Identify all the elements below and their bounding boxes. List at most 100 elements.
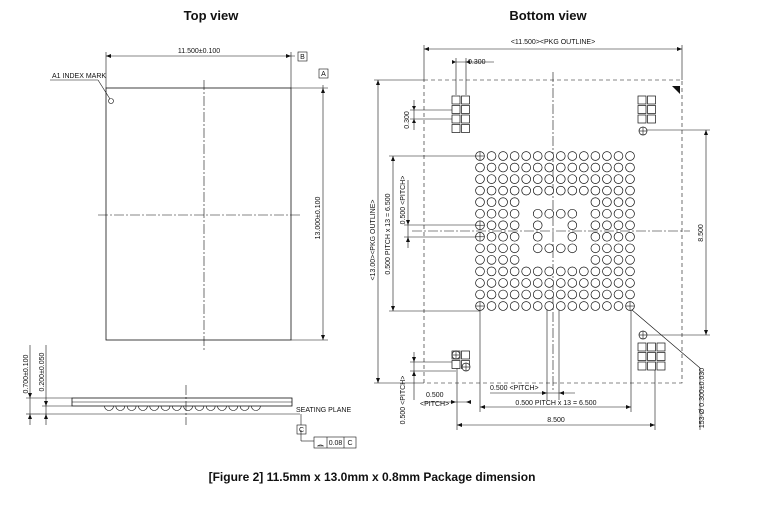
solder-ball (556, 301, 566, 311)
solder-ball (613, 208, 624, 219)
solder-ball (544, 208, 554, 219)
a1-index-mark (108, 98, 114, 104)
solder-ball (498, 162, 508, 173)
solder-ball (498, 289, 508, 300)
solder-ball (625, 232, 635, 242)
solder-ball (590, 255, 601, 265)
support-pad (656, 342, 666, 352)
side-solder-ball (172, 405, 182, 411)
edge-pitch-v: 0.500 <PITCH> (400, 376, 407, 425)
solder-ball (544, 185, 554, 196)
solder-ball (590, 278, 601, 288)
solder-ball (532, 208, 543, 219)
solder-ball (613, 197, 624, 207)
support-pad (461, 95, 470, 105)
solder-ball (556, 174, 566, 184)
support-pitch-h: 0.300 (468, 59, 486, 66)
solder-ball (567, 174, 578, 184)
solder-ball (625, 151, 635, 161)
row-span: 8.500 (698, 224, 705, 242)
solder-ball (509, 266, 520, 277)
solder-ball (602, 220, 612, 230)
support-pad (461, 124, 470, 133)
solder-ball (532, 185, 543, 196)
solder-ball (475, 162, 485, 173)
solder-ball (509, 255, 520, 265)
solder-ball (567, 278, 578, 288)
solder-ball (521, 301, 531, 311)
support-pad (656, 352, 666, 361)
solder-ball (486, 162, 497, 173)
solder-ball (590, 162, 601, 173)
solder-ball (556, 278, 566, 288)
solder-ball (521, 266, 531, 277)
support-pad (647, 352, 656, 361)
solder-ball (498, 266, 508, 277)
solder-ball (602, 278, 612, 288)
solder-ball (475, 278, 485, 288)
solder-ball (544, 278, 554, 288)
side-solder-ball (138, 405, 148, 411)
solder-ball (475, 266, 485, 277)
solder-ball (579, 278, 589, 288)
solder-ball (567, 185, 578, 196)
solder-ball (579, 185, 589, 196)
solder-ball (521, 185, 531, 196)
solder-ball (590, 208, 601, 219)
solder-ball (590, 301, 601, 311)
support-pads (451, 95, 666, 372)
solder-ball (509, 185, 520, 196)
support-pad (637, 342, 647, 352)
bottom-view: <11.500><PKG OUTLINE> 0.300 0.300 <13.00… (370, 39, 710, 430)
solder-ball (544, 266, 554, 277)
side-view: SEATING PLANE 0.700±0.100 0.200±0.050 C … (23, 345, 357, 449)
support-pad (451, 114, 461, 124)
col-span: 8.500 (547, 417, 565, 424)
side-solder-ball (160, 405, 171, 411)
solder-ball (532, 289, 543, 300)
solder-ball (544, 162, 554, 173)
solder-ball (486, 278, 497, 288)
side-solder-ball (104, 405, 114, 411)
bottom-view-title: Bottom view (509, 8, 587, 23)
solder-ball (486, 174, 497, 184)
top-view: 11.500±0.100 B A 13.000±0.100 A1 INDEX M… (50, 48, 329, 350)
solder-ball (509, 208, 520, 219)
datum-c-box (296, 424, 307, 435)
solder-ball (602, 232, 612, 242)
total-height-dim: 0.700±0.100 (23, 354, 30, 393)
solder-ball (613, 266, 624, 277)
pkg-height-dim: <13.00><PKG OUTLINE> (370, 200, 377, 281)
support-pad (451, 124, 461, 133)
solder-ball (625, 266, 635, 277)
pitch-v-single: 0.500 <PITCH> (400, 176, 407, 225)
solder-ball (625, 255, 635, 265)
solder-ball (475, 289, 485, 300)
solder-ball (532, 243, 543, 254)
support-pad (647, 114, 656, 124)
solder-ball (509, 151, 520, 161)
solder-ball (567, 301, 578, 311)
solder-ball (556, 208, 566, 219)
solder-ball (625, 208, 635, 219)
solder-ball (532, 174, 543, 184)
top-height-dim: 13.000±0.100 (315, 197, 322, 240)
solder-ball (486, 232, 497, 242)
solder-ball (521, 278, 531, 288)
solder-ball (625, 289, 635, 300)
solder-ball (475, 255, 485, 265)
solder-ball (486, 289, 497, 300)
solder-ball (602, 151, 612, 161)
datum-b: B (300, 54, 305, 61)
solder-ball (509, 174, 520, 184)
solder-ball (556, 185, 566, 196)
solder-ball (556, 162, 566, 173)
support-pad (451, 360, 461, 369)
solder-ball (532, 220, 543, 230)
solder-ball (590, 243, 601, 254)
pitch-v-total: 0.500 PITCH x 13 = 6.500 (385, 193, 392, 274)
datum-b-box (297, 51, 308, 62)
solder-ball (613, 301, 624, 311)
support-pad (647, 361, 656, 371)
